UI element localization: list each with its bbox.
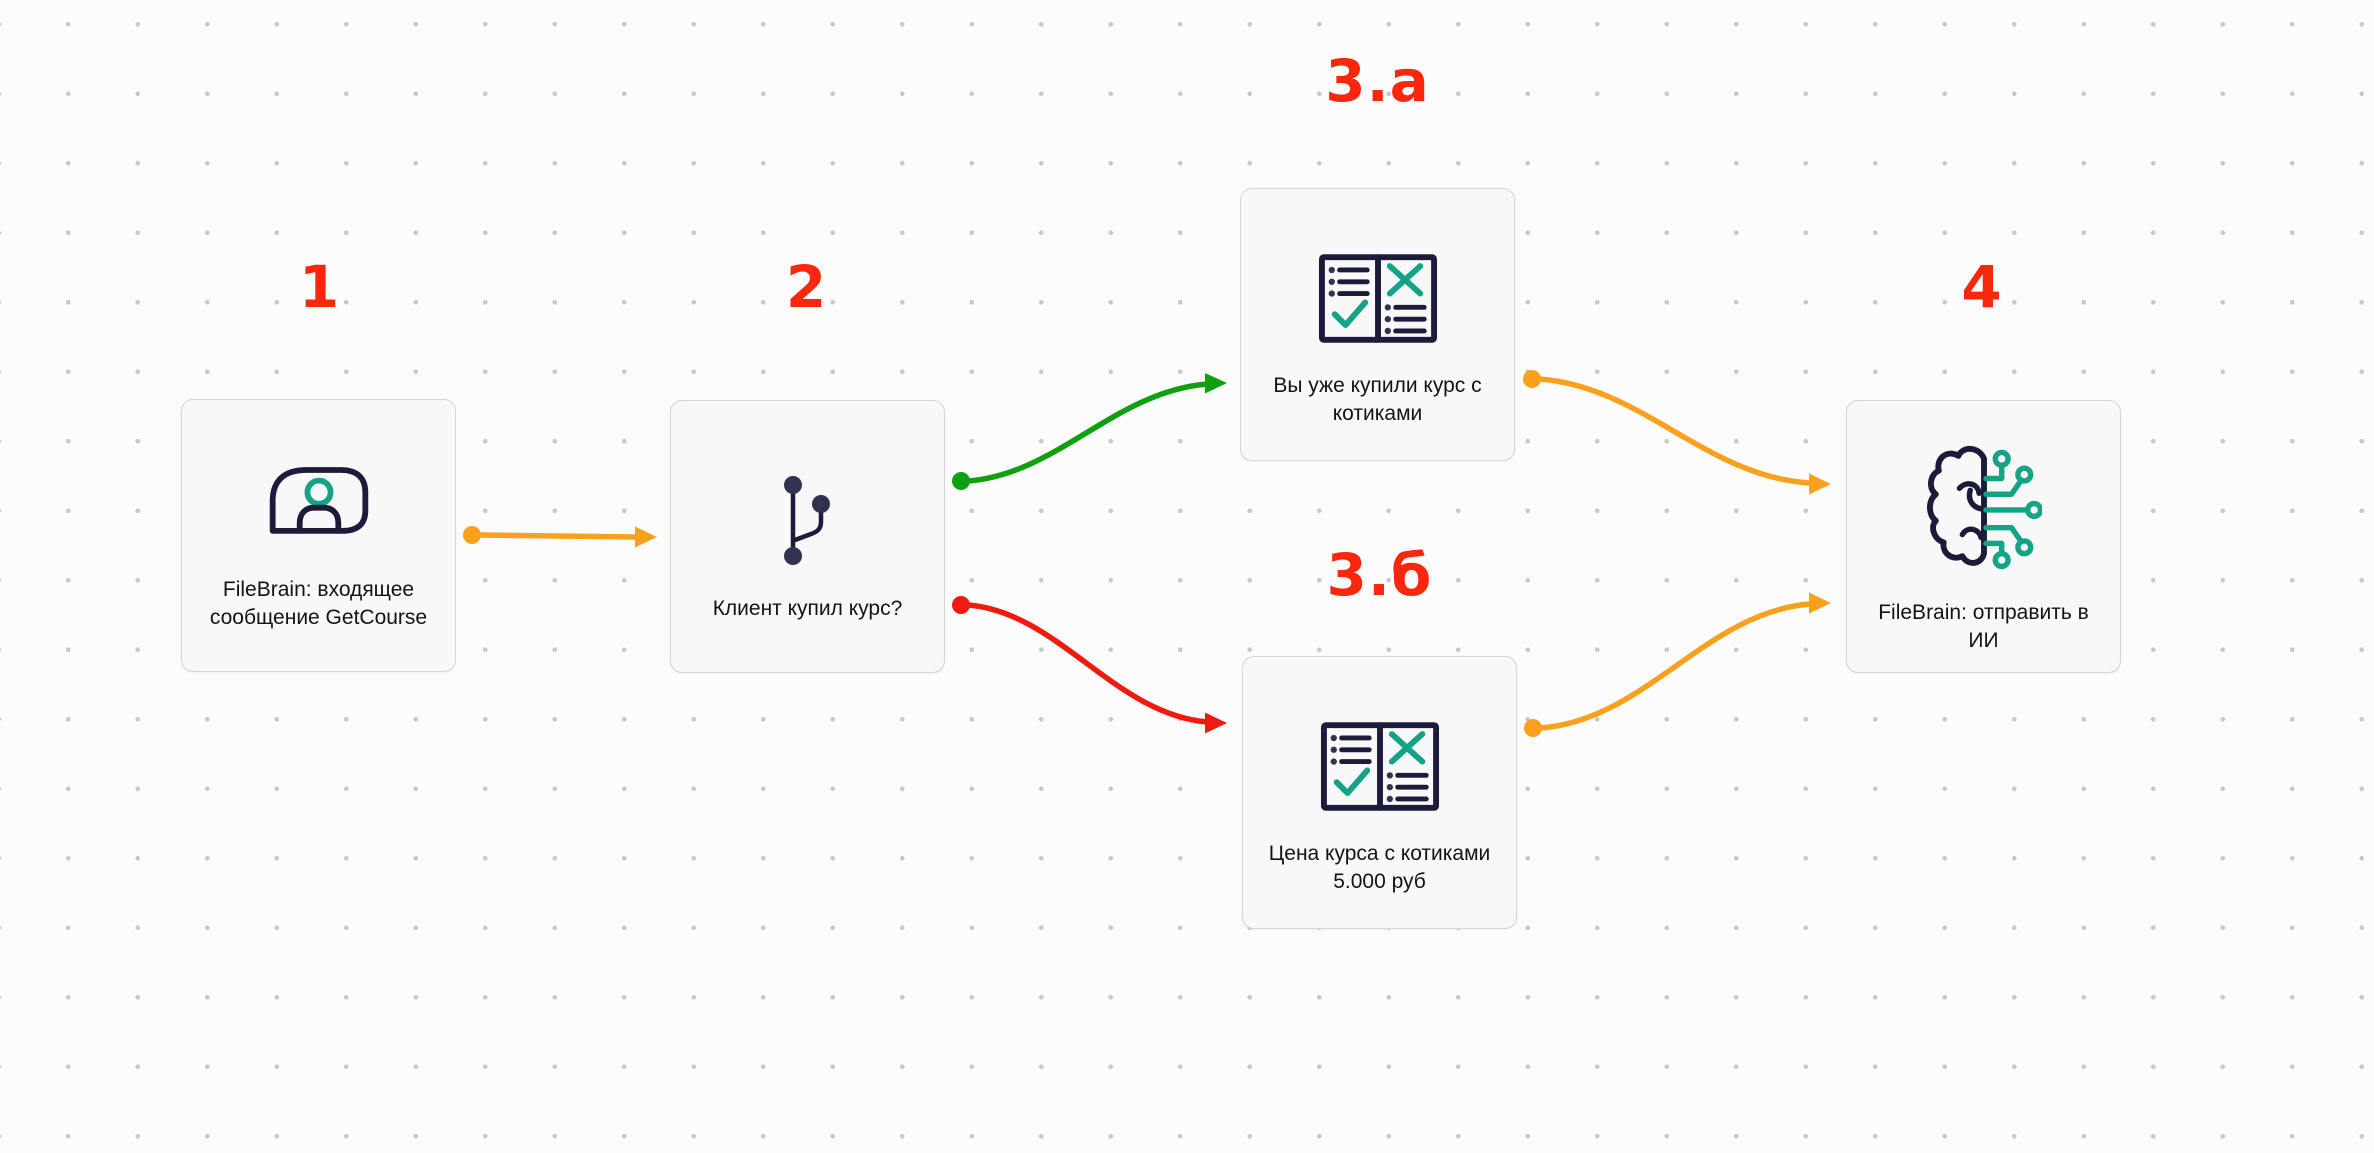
edge-line[interactable] [965,381,1210,484]
checklist-icon [1320,721,1440,812]
step-label-3a: 3.а [1325,47,1430,115]
edge-1-2[interactable] [463,526,657,548]
output-port-node2-yes[interactable] [952,472,970,490]
output-port-node3a[interactable] [1523,370,1541,388]
edge-line[interactable] [476,532,640,540]
flow-node-condition[interactable]: Клиент купил курс? [670,400,945,673]
flow-node-send-to-ai[interactable]: FileBrain: отправить в ИИ [1846,400,2121,673]
flow-node-incoming-message[interactable]: FileBrain: входящее сообщение GetCourse [181,399,456,672]
node-label: FileBrain: отправить в ИИ [1878,601,2089,652]
ai-brain-icon [1926,443,2042,573]
arrowhead-icon [1809,473,1831,495]
output-port-node1[interactable] [463,526,481,544]
node-label: Вы уже купили курс с котиками [1273,374,1482,425]
node-label: FileBrain: входящее сообщение GetCourse [209,578,428,629]
edge-2-3b[interactable] [952,596,1227,734]
node-label: Цена курса с котиками 5.000 руб [1268,842,1491,893]
edge-3b-4[interactable] [1524,592,1831,738]
step-label-1: 1 [298,253,341,321]
arrowhead-icon [1205,373,1227,394]
arrowhead-icon [1809,592,1831,614]
step-label-3b: 3.б [1326,541,1433,609]
output-port-node3b[interactable] [1524,719,1542,737]
edge-line[interactable] [965,602,1210,725]
edge-2-3a[interactable] [952,373,1227,490]
person-chat-icon [263,464,375,534]
node-label: Клиент купил курс? [712,597,903,620]
edge-line[interactable] [1536,376,1813,486]
git-branch-icon [782,473,834,567]
arrowhead-icon [1205,712,1227,734]
output-port-node2-no[interactable] [952,596,970,614]
step-label-4: 4 [1961,253,2003,321]
edge-line[interactable] [1537,601,1813,731]
step-label-2: 2 [785,253,828,321]
flow-node-already-bought[interactable]: Вы уже купили курс с котиками [1240,188,1515,461]
arrowhead-icon [635,526,657,548]
checklist-icon [1318,253,1438,344]
edge-3a-4[interactable] [1523,370,1831,495]
flow-node-course-price[interactable]: Цена курса с котиками 5.000 руб [1242,656,1517,929]
